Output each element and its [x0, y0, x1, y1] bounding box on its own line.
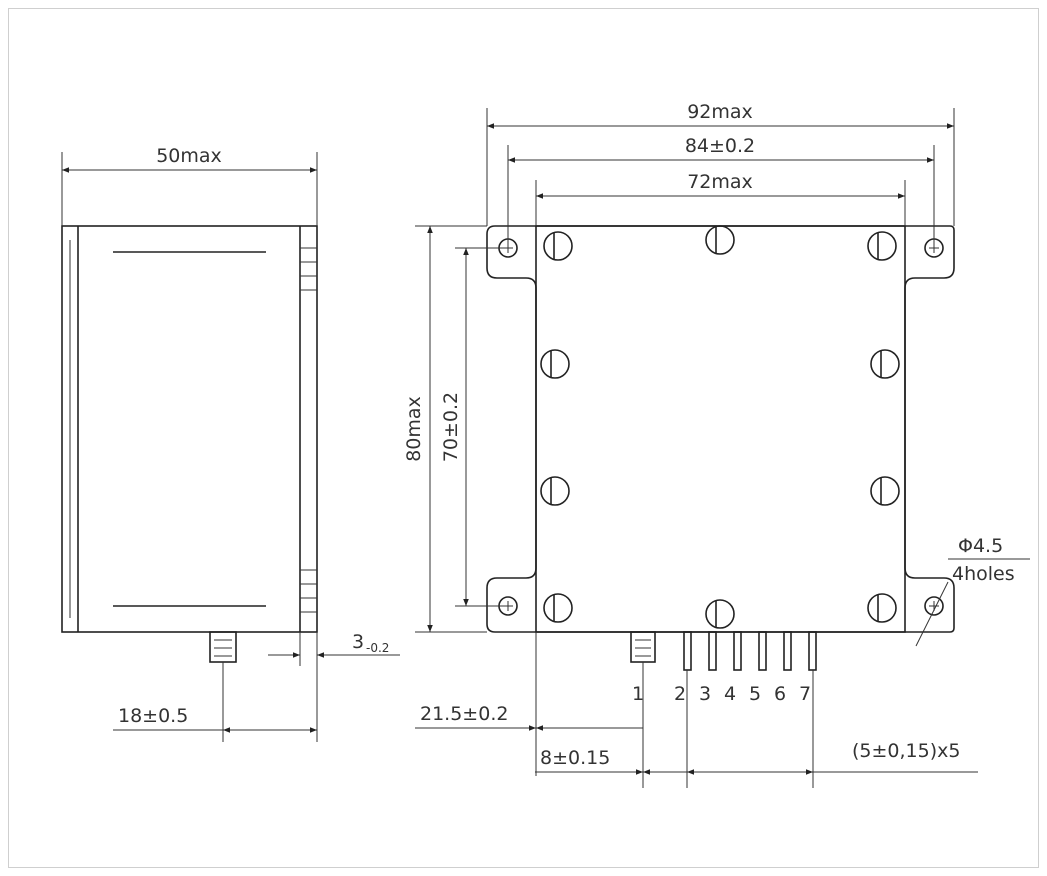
- dim-body-width: 72max: [687, 171, 753, 193]
- dim-pin1-offset: 21.5±0.2: [420, 703, 508, 725]
- screw-icon: [540, 225, 900, 629]
- pin-label-1: 1: [632, 683, 644, 705]
- pin-label-3: 3: [699, 683, 711, 705]
- hole-spec-count: 4holes: [952, 563, 1015, 585]
- side-ribs-bottom: [300, 569, 317, 613]
- dim-overall-width: 92max: [687, 101, 753, 123]
- front-view-body: [535, 225, 906, 633]
- side-view: 50max 3 -0.2 18±0.5: [61, 145, 400, 742]
- front-view: 1 2 3 4 5 6 7 92max 84±0.2 72max 80max 7…: [403, 101, 1030, 788]
- front-connector: [630, 631, 656, 663]
- side-view-body: [61, 225, 318, 633]
- dim-connector-height: 3: [352, 631, 364, 653]
- pin-label-6: 6: [774, 683, 786, 705]
- pin-label-7: 7: [799, 683, 811, 705]
- mounting-hole-icon: [498, 238, 944, 616]
- dim-pin-pitch: (5±0,15)x5: [852, 740, 960, 762]
- pin-label-5: 5: [749, 683, 761, 705]
- dim-hole-spacing-h: 84±0.2: [685, 135, 755, 157]
- dim-connector-offset: 18±0.5: [118, 705, 188, 727]
- pins: [683, 631, 817, 671]
- dim-hole-spacing-v: 70±0.2: [440, 392, 462, 462]
- front-view-outline: [486, 225, 955, 633]
- hole-spec-diameter: Φ4.5: [958, 535, 1003, 557]
- pin-label-2: 2: [674, 683, 686, 705]
- side-connector: [209, 631, 237, 742]
- drawing-frame: [8, 8, 1039, 868]
- side-ribs-top: [300, 247, 317, 291]
- dim-first-pin-offset: 8±0.15: [540, 747, 610, 769]
- dim-side-width: 50max: [156, 145, 222, 167]
- dim-overall-height: 80max: [403, 396, 425, 462]
- pin-label-4: 4: [724, 683, 736, 705]
- dim-connector-height-tol: -0.2: [366, 641, 389, 655]
